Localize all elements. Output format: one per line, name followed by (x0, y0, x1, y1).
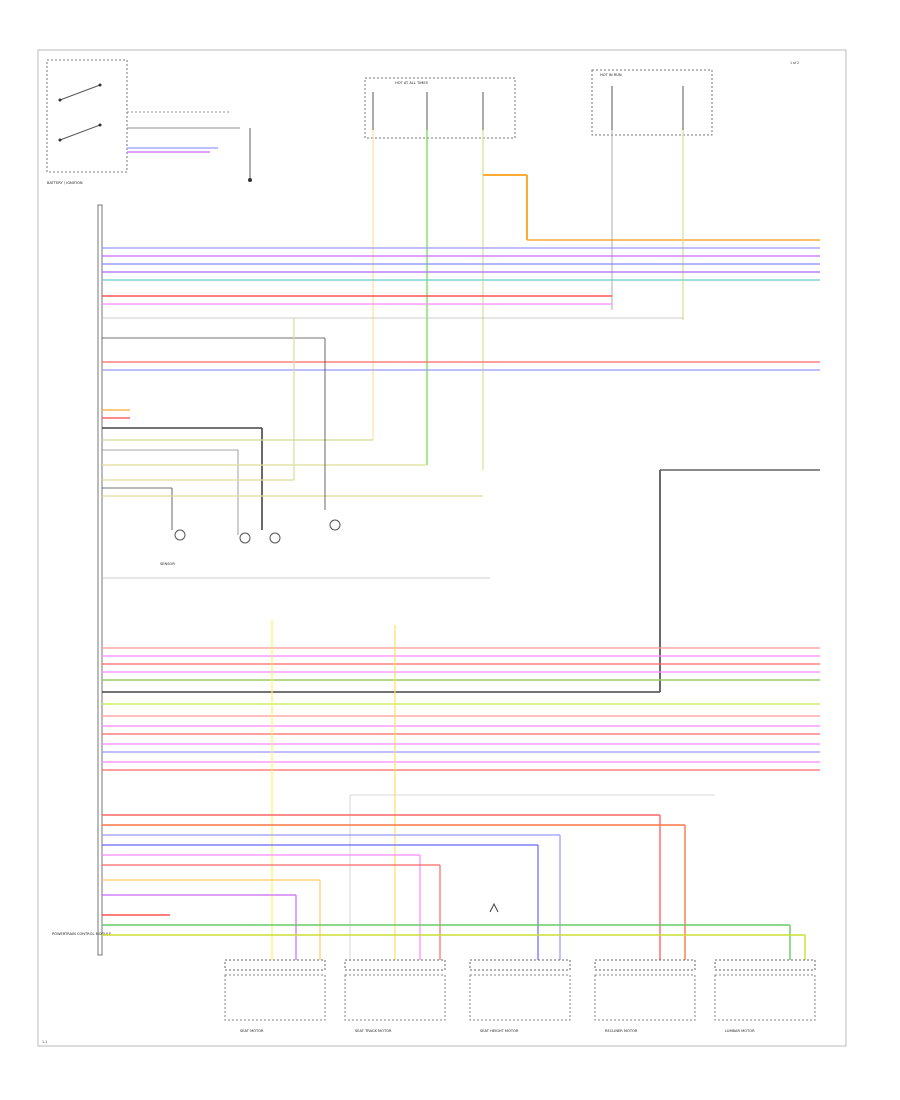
motor-seat-height: SEAT HEIGHT MOTOR (469, 959, 571, 1033)
ground-symbol (489, 902, 499, 913)
svg-text:HOT IN RUN: HOT IN RUN (600, 73, 622, 77)
footer-ref: 1-1 (42, 1040, 47, 1044)
motor-seat: SEAT MOTOR (224, 959, 326, 1033)
svg-text:LUMBAR MOTOR: LUMBAR MOTOR (725, 1029, 755, 1033)
motor-lumbar: LUMBAR MOTOR (714, 959, 816, 1033)
svg-text:SEAT HEIGHT MOTOR: SEAT HEIGHT MOTOR (480, 1029, 519, 1033)
diagram-frame (37, 49, 847, 1047)
svg-text:BATTERY / IGNITION: BATTERY / IGNITION (47, 181, 83, 185)
sensor-group: SENSOR (160, 519, 341, 566)
ignition-switch: BATTERY / IGNITION (46, 59, 128, 185)
fuse-box-hot-at-all-times: HOT AT ALL TIMES (364, 77, 516, 139)
control-module: POWERTRAIN CONTROL MODULE (52, 204, 112, 956)
svg-text:SENSOR: SENSOR (160, 562, 175, 566)
svg-text:RECLINER MOTOR: RECLINER MOTOR (605, 1029, 638, 1033)
svg-text:HOT AT ALL TIMES: HOT AT ALL TIMES (395, 81, 429, 85)
motor-recliner: RECLINER MOTOR (594, 959, 696, 1033)
fuse-box-hot-in-run: HOT IN RUN (591, 69, 713, 136)
page-ref: 1 of 2 (790, 61, 799, 65)
motor-seat-track: SEAT TRACK MOTOR (344, 959, 446, 1033)
svg-text:SEAT MOTOR: SEAT MOTOR (240, 1029, 264, 1033)
svg-text:SEAT TRACK MOTOR: SEAT TRACK MOTOR (355, 1029, 392, 1033)
svg-text:POWERTRAIN CONTROL MODULE: POWERTRAIN CONTROL MODULE (52, 932, 112, 936)
